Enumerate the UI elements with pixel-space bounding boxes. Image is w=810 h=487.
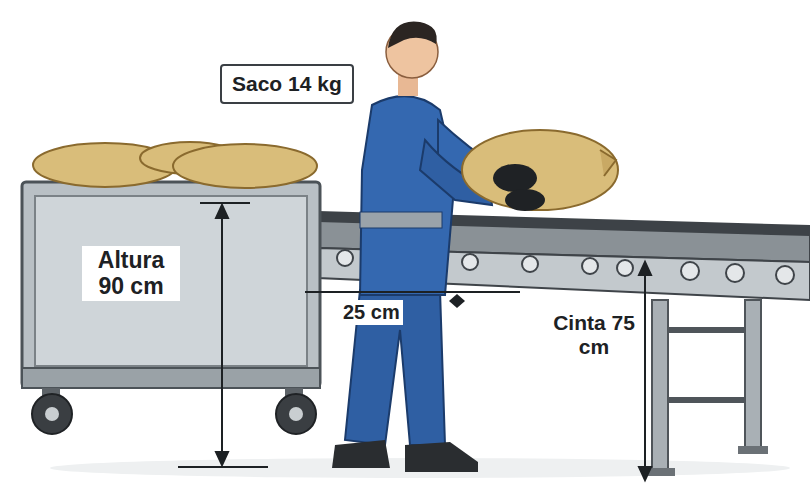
conveyor-legs <box>645 300 768 476</box>
held-sack <box>600 150 616 176</box>
cart <box>22 182 320 388</box>
gloves <box>505 189 545 211</box>
gloves <box>493 164 537 192</box>
dimension-cinta <box>639 262 651 275</box>
dimension-altura <box>221 212 223 458</box>
dimension-cinta <box>639 467 651 480</box>
sacks-in-cart <box>173 144 317 188</box>
conveyor-rollers <box>776 266 794 284</box>
dimension-label: 25 cm <box>340 300 403 325</box>
conveyor-legs <box>738 446 768 454</box>
dimension-25cm <box>305 291 520 293</box>
cart-wheels <box>289 407 303 421</box>
label-box: Saco 14 kg <box>220 64 354 104</box>
worker <box>332 440 390 468</box>
cart <box>35 196 307 366</box>
cart-wheels <box>32 388 316 434</box>
cart <box>22 368 320 388</box>
conveyor-rollers <box>582 258 598 274</box>
sacks-in-cart <box>33 142 317 188</box>
conveyor-rollers <box>617 260 633 276</box>
conveyor-rollers <box>522 256 538 272</box>
worker <box>388 22 437 48</box>
conveyor-rollers <box>462 254 478 270</box>
conveyor-legs <box>745 300 761 450</box>
dimension-altura <box>178 466 268 468</box>
cart-wheels <box>276 394 316 434</box>
conveyor-legs <box>668 397 745 403</box>
held-sack <box>462 130 618 210</box>
conveyor-legs <box>668 327 745 333</box>
cart-wheels <box>45 407 59 421</box>
cart <box>22 182 320 387</box>
cart-wheels <box>32 394 72 434</box>
held-sack <box>462 130 618 210</box>
dimension-altura <box>200 202 250 204</box>
dimension-altura <box>178 203 268 467</box>
dimension-25cm <box>305 292 520 308</box>
worker <box>360 212 442 228</box>
dimension-cinta <box>639 262 651 480</box>
weight-label: Saco 14 kg <box>232 72 342 96</box>
conveyor-legs <box>652 300 668 472</box>
dimension-cinta <box>644 270 646 472</box>
dimension-label: Cinta 75 cm <box>548 310 640 360</box>
dimension-altura <box>216 205 228 218</box>
worker <box>405 442 478 472</box>
dimension-label: Altura 90 cm <box>82 246 180 301</box>
gloves <box>493 164 545 211</box>
worker <box>332 22 505 472</box>
conveyor-rollers <box>681 262 699 280</box>
dimension-25cm <box>449 294 465 308</box>
conveyor-rollers <box>726 264 744 282</box>
dimension-altura <box>216 452 228 465</box>
conveyor-rollers <box>337 250 353 266</box>
